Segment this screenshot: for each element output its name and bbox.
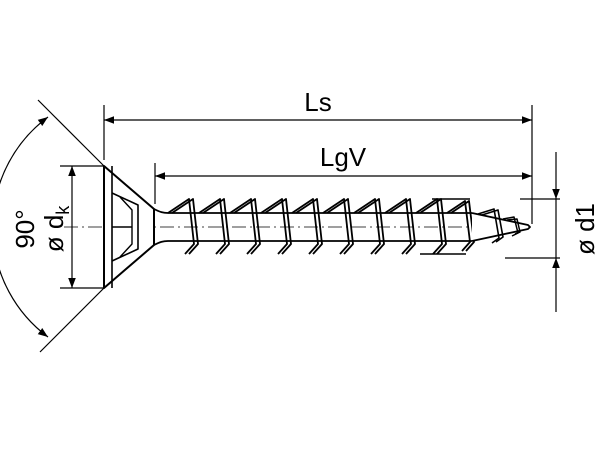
thread-diameter-label: ø d1 [570,203,600,255]
lgv-label: LgV [320,142,367,172]
screw [64,165,531,289]
angle-arc [0,116,49,338]
thread-crests [167,198,475,255]
head-diameter-label: ø dk [39,205,73,253]
angle-label: 90° [10,209,40,248]
dimension-lines [0,116,560,338]
drive-recess [111,192,139,262]
head-diameter-subscript: k [53,205,73,215]
head-diameter-prefix: ø d [39,215,69,253]
extension-lines [37,99,560,353]
ls-label: Ls [304,87,331,117]
